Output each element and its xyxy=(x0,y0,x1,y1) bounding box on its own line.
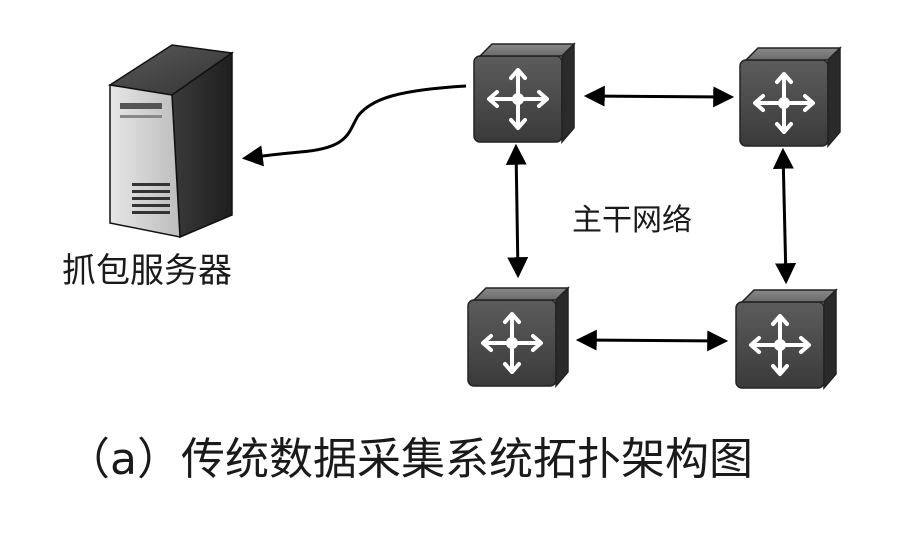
capture-link xyxy=(241,84,467,167)
figure-caption: （a）传统数据采集系统拓扑架构图 xyxy=(66,434,753,485)
link-left xyxy=(505,143,529,279)
link-bottom xyxy=(575,329,729,352)
server-icon xyxy=(107,44,235,239)
link-top xyxy=(583,85,735,108)
router-icon-top-left xyxy=(472,42,576,144)
link-right xyxy=(772,147,797,285)
server-label: 抓包服务器 xyxy=(62,251,232,291)
router-icon-bottom-left xyxy=(466,286,570,388)
network-label: 主干网络 xyxy=(572,203,692,238)
router-icon-top-right xyxy=(738,46,842,148)
router-icon-bottom-right xyxy=(734,288,838,390)
